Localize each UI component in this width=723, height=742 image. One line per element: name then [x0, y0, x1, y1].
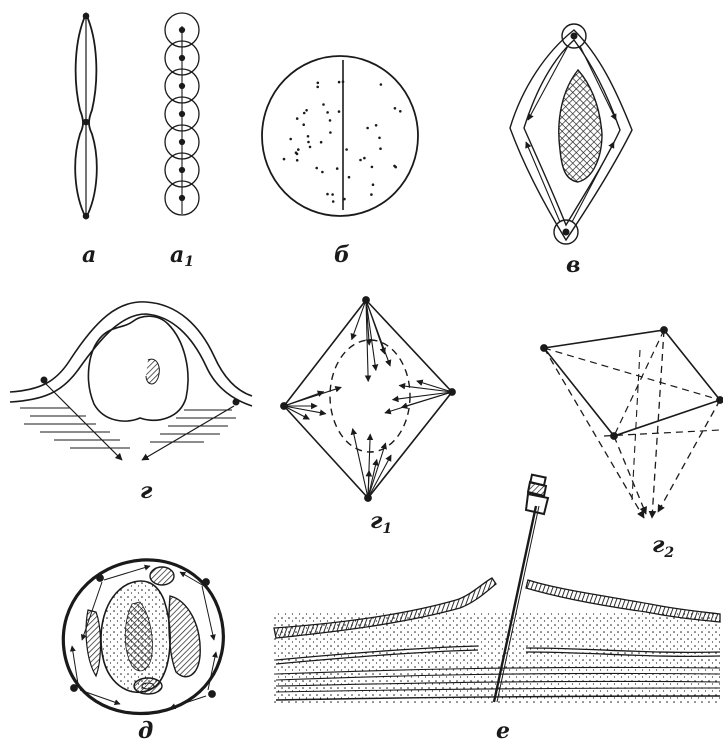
scatter-dot [363, 157, 366, 160]
scatter-dot [322, 103, 325, 106]
scatter-dot [348, 176, 351, 179]
scatter-dot [331, 193, 334, 196]
label-g1: г1 [370, 508, 392, 537]
label-a: а [82, 242, 96, 268]
scatter-dot [315, 167, 318, 170]
scatter-dot [343, 198, 346, 201]
scatter-dot [375, 124, 378, 127]
panel-a-spindle [75, 14, 97, 219]
panel-g2-tetrahedron [541, 327, 723, 518]
label-e: е [496, 718, 510, 742]
label-g2: г2 [652, 532, 674, 561]
label-a1: а1 [170, 242, 194, 270]
scatter-dot [378, 137, 381, 140]
panel-d-cross-section [63, 560, 223, 714]
scatter-dot [296, 153, 299, 156]
scatter-dot [359, 159, 362, 162]
scatter-dot [309, 146, 312, 149]
scatter-dot [380, 83, 383, 86]
label-v: в [566, 252, 580, 278]
scatter-dot [394, 166, 397, 169]
panel-b-oval [262, 56, 418, 216]
scatter-dot [321, 171, 324, 174]
scatter-dot [338, 110, 341, 113]
panel-v-rhombus [510, 24, 632, 244]
scatter-dot [399, 110, 402, 113]
panel-a1-circle-chain [165, 13, 199, 215]
scatter-dot [372, 183, 375, 186]
scatter-dot [326, 193, 329, 196]
label-b: б [334, 242, 350, 268]
scatter-dot [307, 135, 310, 138]
scatter-dot [283, 158, 286, 161]
injection-arrow [366, 300, 390, 366]
injection-arrow [385, 392, 452, 413]
scatter-dot [338, 81, 341, 84]
panel-e-tissue-layers [272, 475, 720, 704]
scatter-dot [379, 147, 382, 150]
scatter-dot [307, 141, 310, 144]
scatter-dot [289, 138, 292, 141]
panel-g-lump [10, 302, 252, 460]
label-g: г [140, 478, 153, 504]
label-d: д [138, 718, 153, 742]
panel-g1-rhombus [281, 297, 455, 501]
injection-arrow [353, 429, 368, 498]
injection-arrow [393, 392, 452, 400]
scatter-dot [345, 148, 348, 151]
scatter-dot [329, 119, 332, 122]
scatter-dot [394, 107, 397, 110]
scatter-dot [332, 200, 335, 203]
scatter-dot [320, 141, 323, 144]
injection-arrow [399, 385, 452, 392]
scatter-dot [326, 111, 329, 114]
scatter-dot [297, 148, 300, 151]
scatter-dot [302, 123, 305, 126]
scatter-dot [303, 112, 306, 115]
scatter-dot [336, 167, 339, 170]
injection-arrow [284, 387, 341, 406]
scatter-dot [296, 159, 299, 162]
scatter-dot [316, 86, 319, 89]
scatter-dot [371, 166, 374, 169]
scatter-dot [317, 82, 320, 85]
scatter-dot [296, 117, 299, 120]
scatter-dot [329, 131, 332, 134]
scatter-dot [366, 127, 369, 130]
scatter-dot [305, 109, 308, 112]
injection-arrow [352, 300, 366, 340]
scatter-dot [342, 80, 345, 83]
scatter-dot [370, 193, 373, 196]
